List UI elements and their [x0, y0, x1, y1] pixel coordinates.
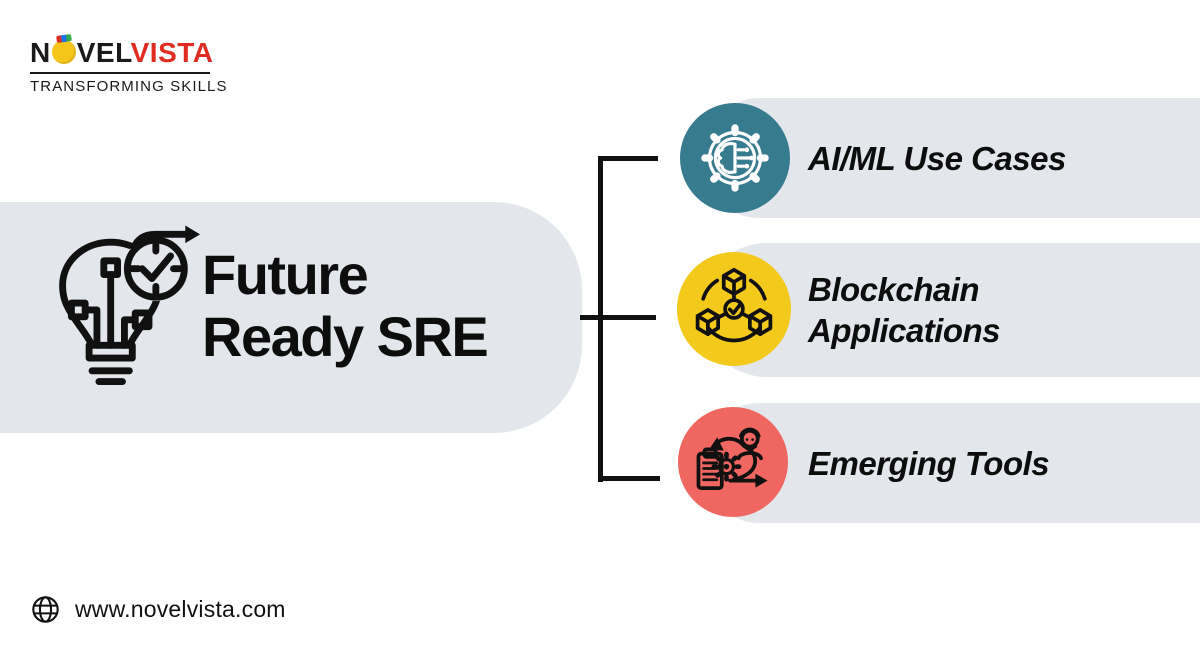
- branch-label-ai-ml: AI/ML Use Cases: [808, 139, 1066, 177]
- branch-label-emerging-tools: Emerging Tools: [808, 444, 1050, 482]
- hero-title-line2: Ready SRE: [202, 305, 489, 368]
- novelvista-logo: N VELVISTA TRANSFORMING SKILLS: [30, 38, 228, 95]
- branch-badge-blockchain: [677, 252, 791, 366]
- footer-website-url: www.novelvista.com: [75, 596, 286, 622]
- blockchain-network-icon: [695, 267, 773, 343]
- logo-tagline: TRANSFORMING SKILLS: [30, 78, 228, 95]
- footer: www.novelvista.com: [30, 594, 286, 625]
- branch-label-blockchain: Blockchain Applications: [808, 271, 1001, 349]
- logo-bulb-o-icon: [51, 40, 76, 64]
- logo-divider: [30, 72, 210, 74]
- branch-badge-ai-ml: [680, 103, 790, 213]
- connector-hero-line: [580, 315, 656, 320]
- hero-title: Future Ready SRE: [202, 243, 489, 368]
- agile-sprint-icon: [696, 427, 768, 490]
- globe-icon: [32, 596, 59, 623]
- logo-text-prefix: N: [30, 37, 51, 68]
- connector-branch-top-line: [598, 156, 658, 161]
- connector-branch-bottom-line: [598, 476, 660, 481]
- branch-badge-emerging-tools: [678, 407, 788, 517]
- gear-brain-icon: [701, 124, 769, 192]
- logo-text-suffix: VISTA: [130, 37, 214, 68]
- lightbulb-circuit-clock-icon: [59, 225, 201, 386]
- logo-wordmark: N VELVISTA: [30, 38, 228, 68]
- connector-vertical-line: [598, 156, 603, 482]
- logo-text-mid: VEL: [76, 37, 131, 68]
- hero-title-line1: Future: [202, 243, 369, 306]
